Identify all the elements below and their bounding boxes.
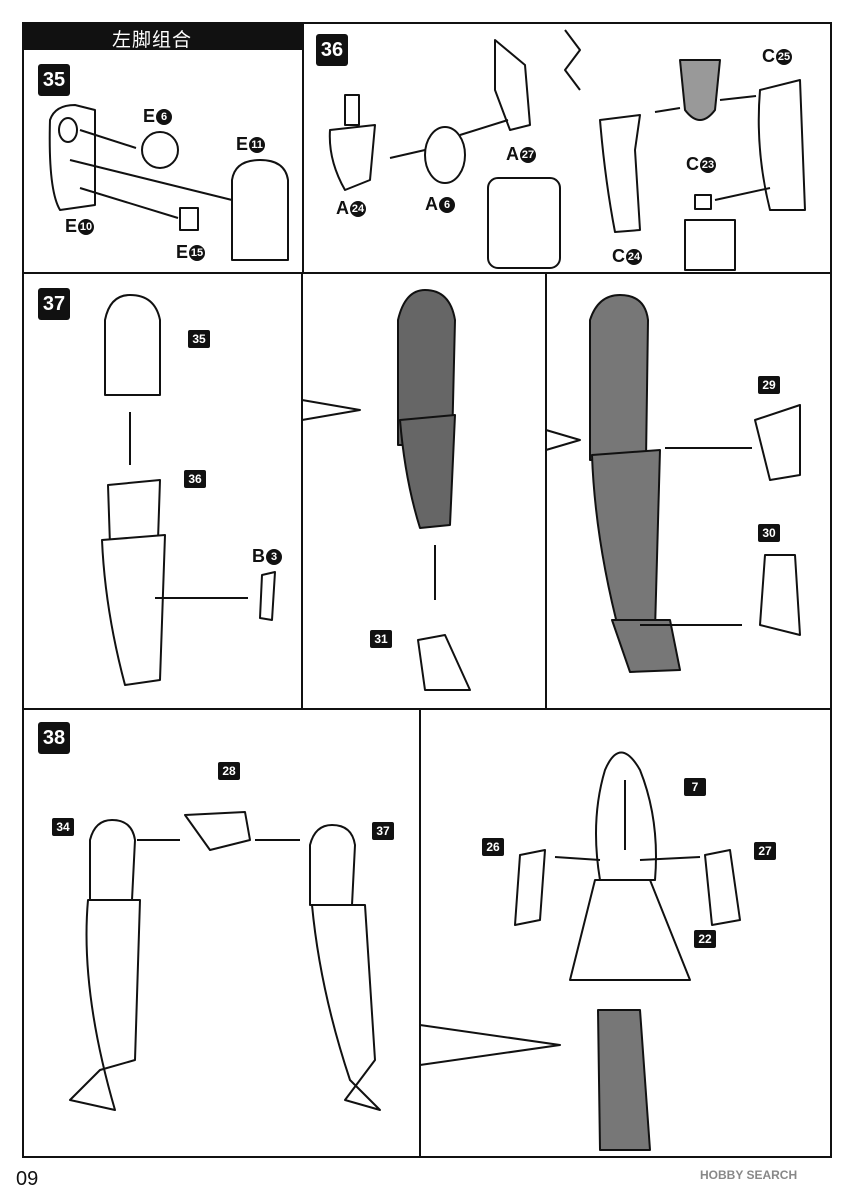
part-c25 xyxy=(757,79,806,211)
step-number-36: 36 xyxy=(316,34,348,66)
part-e6-ball xyxy=(141,131,179,169)
tag-28: 28 xyxy=(218,762,240,780)
leg-right-37 xyxy=(309,824,356,906)
leg-heel-right xyxy=(611,619,681,673)
part-28-hip xyxy=(184,811,251,851)
divider-notch-38 xyxy=(419,1024,561,1066)
section-title: 左脚组合 xyxy=(112,29,193,51)
tag-34: 34 xyxy=(52,818,74,836)
section-title-bar: 左脚组合 xyxy=(22,22,302,51)
arm-27 xyxy=(704,849,741,926)
part-b3 xyxy=(259,571,276,621)
tag-30: 30 xyxy=(758,524,780,542)
leg-upper-mid xyxy=(397,289,456,446)
watermark-logo: HOBBY SEARCH xyxy=(700,1168,798,1182)
leg-left-34-lower xyxy=(69,899,141,1111)
part-30 xyxy=(759,554,801,636)
part-a24 xyxy=(328,124,376,191)
tag-36: 36 xyxy=(184,470,206,488)
leg-left-34 xyxy=(89,819,136,901)
part-c25-joint xyxy=(679,59,721,121)
panel-step-36 xyxy=(302,22,832,274)
divider-notch-37a xyxy=(301,399,361,421)
tag-27: 27 xyxy=(754,842,776,860)
part-e10-socket xyxy=(58,117,78,143)
tag-26: 26 xyxy=(482,838,504,856)
leg-lower-right xyxy=(591,449,661,636)
figure-body-22 xyxy=(569,879,691,981)
step-number-35: 35 xyxy=(38,64,70,96)
arm-26 xyxy=(514,849,546,926)
page-number: 09 xyxy=(16,1168,39,1190)
tag-22: 22 xyxy=(694,930,716,948)
step-number-38: 38 xyxy=(38,722,70,754)
tag-31: 31 xyxy=(370,630,392,648)
part-29 xyxy=(754,404,801,481)
figure-legs xyxy=(597,1009,651,1151)
part-31-shoe xyxy=(417,634,471,691)
leg-right-37-lower xyxy=(311,904,381,1111)
inset-a6 xyxy=(487,177,561,269)
tag-29: 29 xyxy=(758,376,780,394)
tag-7: 7 xyxy=(684,778,706,796)
divider-notch-37b xyxy=(545,429,581,451)
part-e11-cover xyxy=(231,159,289,261)
part-a27 xyxy=(494,39,531,131)
part-e10-shell xyxy=(48,104,96,211)
leg-lower-mid xyxy=(399,414,456,529)
part-37-lower-leg xyxy=(101,534,166,686)
part-e15-peg xyxy=(179,207,199,231)
part-c23 xyxy=(694,194,712,210)
part-c24 xyxy=(599,114,641,233)
inset-c23 xyxy=(684,219,736,271)
part-a6 xyxy=(424,126,466,184)
tag-37: 37 xyxy=(372,822,394,840)
part-35-cover xyxy=(104,294,161,396)
tag-35: 35 xyxy=(188,330,210,348)
figure-head-7 xyxy=(595,751,657,881)
leg-upper-right xyxy=(589,294,649,461)
divider-36 xyxy=(564,29,581,91)
step-number-37: 37 xyxy=(38,288,70,320)
